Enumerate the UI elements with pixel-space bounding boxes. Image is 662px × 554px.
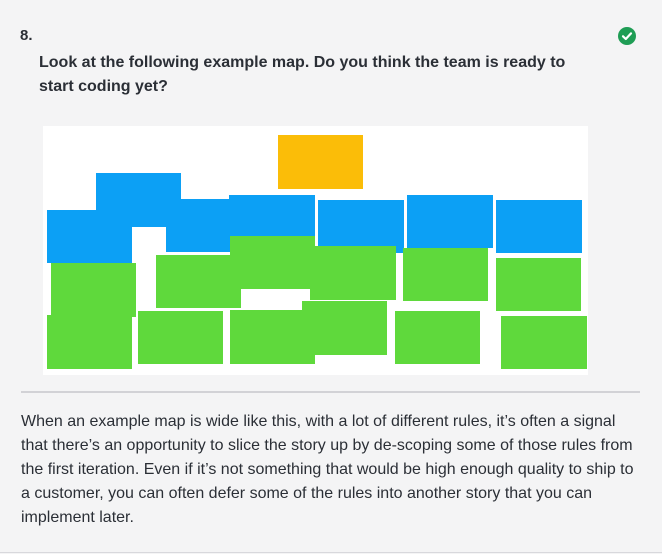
example-map-image xyxy=(43,126,588,375)
example-card xyxy=(51,263,136,317)
example-card xyxy=(47,315,132,369)
question-number: 8. xyxy=(20,27,33,44)
example-card xyxy=(403,248,488,301)
check-circle-icon xyxy=(618,27,636,45)
answer-explanation: When an example map is wide like this, w… xyxy=(21,413,634,526)
rule-card xyxy=(47,210,132,263)
example-card xyxy=(138,311,223,364)
example-card xyxy=(230,236,315,289)
example-card xyxy=(501,316,587,369)
rule-card xyxy=(318,200,404,253)
divider xyxy=(21,391,640,393)
example-card xyxy=(230,310,315,364)
example-card xyxy=(302,301,387,355)
question-text: Look at the following example map. Do yo… xyxy=(39,54,566,95)
example-card xyxy=(156,255,241,308)
example-card xyxy=(310,246,396,300)
example-card xyxy=(496,258,581,311)
rule-card xyxy=(407,195,493,248)
example-card xyxy=(395,311,480,364)
story-card xyxy=(278,135,363,189)
rule-card xyxy=(496,200,582,253)
